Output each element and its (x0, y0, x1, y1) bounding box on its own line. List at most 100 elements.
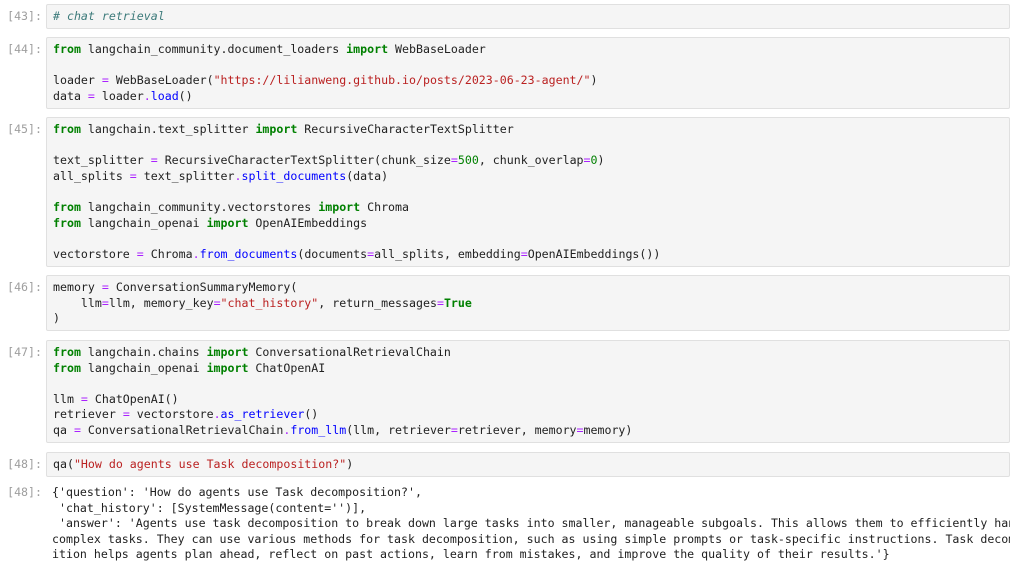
code-token: qa( (53, 457, 74, 471)
code-line: data = loader.load() (53, 89, 1003, 105)
code-line: text_splitter = RecursiveCharacterTextSp… (53, 153, 1003, 169)
code-token: from (53, 360, 81, 375)
code-token: llm (53, 295, 102, 310)
code-token: = (101, 295, 109, 310)
code-line (53, 58, 1003, 74)
code-token: from_llm (290, 422, 347, 437)
code-token: from_documents (199, 246, 298, 261)
code-token: () (178, 88, 193, 103)
code-token: text_splitter (53, 153, 151, 168)
code-token: ) (590, 73, 598, 88)
code-token: loader (53, 73, 102, 88)
code-token: () (304, 407, 319, 422)
code-token: from (53, 42, 81, 56)
code-line: llm = ChatOpenAI() (53, 392, 1003, 408)
code-token: ) (53, 311, 60, 326)
code-token: = (101, 280, 109, 294)
code-token: ConversationalRetrievalChain (80, 422, 284, 437)
code-token: from (53, 215, 81, 230)
cell-output: {'question': 'How do agents use Task dec… (46, 485, 1016, 563)
code-token: import (206, 345, 249, 359)
code-token: (data) (346, 168, 389, 183)
code-token: import (206, 360, 249, 375)
code-token: = (80, 391, 88, 406)
code-token: llm (53, 391, 81, 406)
code-token: langchain.chains (80, 345, 207, 359)
code-token: (llm, retriever (346, 422, 451, 437)
input-prompt: [47]: (7, 345, 42, 359)
code-token: langchain_community.vectorstores (80, 199, 319, 214)
input-prompt: [44]: (7, 42, 42, 56)
code-token: # chat retrieval (53, 9, 165, 23)
code-token: all_splits (53, 168, 130, 183)
code-token: all_splits, embedding (374, 246, 521, 261)
code-token: = (213, 295, 221, 310)
code-token: memory (53, 280, 102, 294)
code-line: llm=llm, memory_key="chat_history", retu… (53, 296, 1003, 312)
code-token: ConversationSummaryMemory( (108, 280, 298, 294)
code-input[interactable]: # chat retrieval (46, 4, 1010, 29)
code-token: as_retriever (220, 407, 305, 422)
code-token: ) (346, 457, 354, 471)
code-input[interactable]: from langchain_community.document_loader… (46, 37, 1010, 109)
code-token: WebBaseLoader( (108, 73, 214, 88)
code-token: OpenAIEmbeddings()) (527, 246, 661, 261)
code-token: import (206, 215, 249, 230)
code-token: . (213, 407, 221, 422)
code-token: , return_messages (318, 295, 437, 310)
code-token: qa (53, 422, 74, 437)
code-token: split_documents (241, 168, 347, 183)
code-token: ) (597, 153, 605, 168)
code-token: 500 (457, 153, 479, 168)
code-line: ) (53, 311, 1003, 327)
code-input[interactable]: qa("How do agents use Task decomposition… (46, 452, 1010, 477)
code-token: WebBaseLoader (388, 42, 486, 56)
code-token: = (436, 295, 444, 310)
code-line (53, 138, 1003, 154)
input-prompt: [45]: (7, 122, 42, 136)
code-token: RecursiveCharacterTextSplitter (297, 122, 514, 136)
code-token: memory) (583, 422, 633, 437)
code-token: "https://lilianweng.github.io/posts/2023… (213, 73, 591, 88)
code-token: . (234, 168, 242, 183)
code-token: import (318, 199, 361, 214)
code-token: ChatOpenAI (248, 360, 326, 375)
code-token: = (450, 422, 458, 437)
code-line (53, 376, 1003, 392)
code-token: = (122, 407, 130, 422)
code-line: retriever = vectorstore.as_retriever() (53, 407, 1003, 423)
code-line: from langchain.text_splitter import Recu… (53, 122, 1003, 138)
code-token: data (53, 88, 88, 103)
code-token: = (129, 168, 137, 183)
code-token: langchain_community.document_loaders (80, 42, 347, 56)
code-token: vectorstore (53, 246, 137, 261)
code-token: import (255, 122, 298, 136)
code-token: load (150, 88, 179, 103)
code-token: = (150, 153, 158, 168)
code-input[interactable]: from langchain.text_splitter import Recu… (46, 117, 1010, 267)
code-token: ConversationalRetrievalChain (248, 345, 451, 359)
code-token: ChatOpenAI() (87, 391, 179, 406)
code-line: memory = ConversationSummaryMemory( (53, 280, 1003, 296)
code-token: Chroma (360, 199, 410, 214)
code-token: retriever, memory (457, 422, 577, 437)
code-token: langchain.text_splitter (80, 122, 256, 136)
code-token: OpenAIEmbeddings (248, 215, 368, 230)
code-input[interactable]: memory = ConversationSummaryMemory( llm=… (46, 275, 1010, 331)
code-token: from (53, 345, 81, 359)
code-token: llm, memory_key (108, 295, 214, 310)
code-token: = (101, 73, 109, 88)
code-token: retriever (53, 407, 123, 422)
code-token: "How do agents use Task decomposition?" (73, 457, 347, 471)
code-input[interactable]: from langchain.chains import Conversatio… (46, 340, 1010, 443)
code-token: RecursiveCharacterTextSplitter(chunk_siz… (157, 153, 451, 168)
code-token: = (136, 246, 144, 261)
code-token: text_splitter (136, 168, 235, 183)
code-line: from langchain_community.document_loader… (53, 42, 1003, 58)
code-token: langchain_openai (80, 360, 207, 375)
input-prompt: [46]: (7, 280, 42, 294)
code-token: = (450, 153, 458, 168)
code-token: import (346, 42, 389, 56)
code-token: . (192, 246, 200, 261)
code-token: from (53, 199, 81, 214)
